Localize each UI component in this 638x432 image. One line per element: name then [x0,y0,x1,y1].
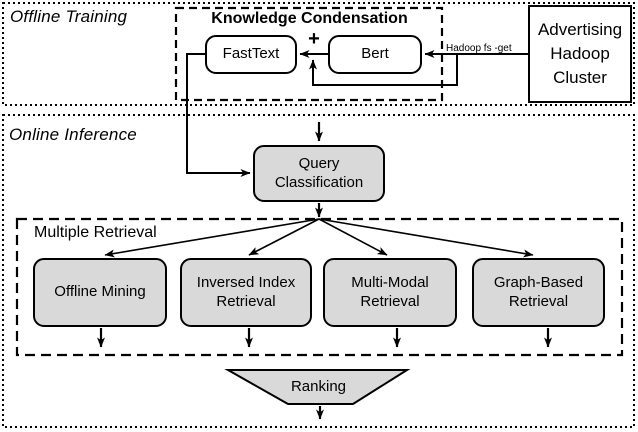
graph-based-label: Graph-Based Retrieval [493,273,584,310]
offline-mining-label: Offline Mining [54,283,146,301]
multiple-retrieval-title: Multiple Retrieval [34,224,157,241]
knowledge-condensation-title: Knowledge Condensation [211,10,408,27]
retrieval-node-inversed-index: Inversed Index Retrieval [180,258,312,327]
retrieval-node-offline-mining: Offline Mining [33,258,167,327]
query-classification-label: Query Classification [274,154,364,191]
bert-node: Bert [328,35,422,74]
retrieval-node-multi-modal: Multi-Modal Retrieval [323,258,457,327]
hadoop-fs-get-edge-label: Hadoop fs -get [446,43,512,54]
edge-fan-to-multi-modal [319,219,388,255]
edge-fan-to-graph-based [319,219,534,258]
edge-fan-to-inversed-index [248,219,319,255]
retrieval-node-graph-based: Graph-Based Retrieval [472,258,605,327]
advertising-hadoop-cluster-node: Advertising Hadoop Cluster [528,5,632,103]
advertising-hadoop-cluster-label: Advertising Hadoop Cluster [537,20,623,87]
plus-operator: + [308,28,320,50]
bert-node-label: Bert [361,45,389,63]
offline-training-section-label: Offline Training [10,7,128,26]
online-inference-section-label: Online Inference [9,125,137,144]
multi-modal-label: Multi-Modal Retrieval [351,273,429,310]
ranking-node-label: Ranking [290,378,347,395]
fasttext-node: FastText [205,35,297,74]
inversed-index-label: Inversed Index Retrieval [196,273,296,310]
fasttext-node-label: FastText [222,45,280,63]
query-classification-node: Query Classification [253,145,385,202]
